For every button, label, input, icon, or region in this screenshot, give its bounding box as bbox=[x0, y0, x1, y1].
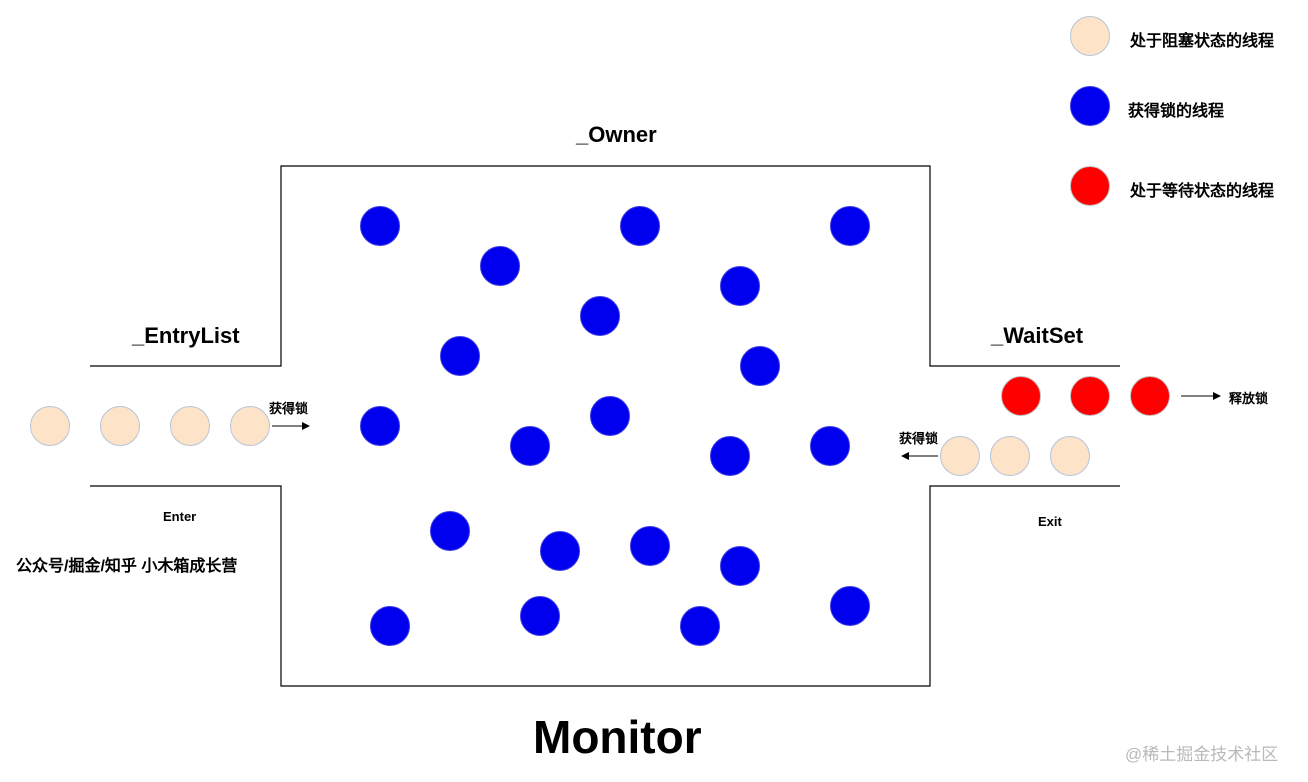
blocked-thread bbox=[30, 406, 70, 446]
owner-thread bbox=[430, 511, 470, 551]
blocked-thread bbox=[170, 406, 210, 446]
legend-blocked-label: 处于阻塞状态的线程 bbox=[1130, 33, 1275, 50]
waiting-thread bbox=[1130, 376, 1170, 416]
owner-thread bbox=[740, 346, 780, 386]
owner-thread bbox=[510, 426, 550, 466]
owner-thread bbox=[830, 206, 870, 246]
owner-thread bbox=[680, 606, 720, 646]
blocked-thread bbox=[940, 436, 980, 476]
watermark: @稀土掘金技术社区 bbox=[1125, 745, 1279, 764]
exit-label: Exit bbox=[1038, 514, 1062, 529]
wait-set-blocked-threads bbox=[940, 436, 1090, 476]
owner-thread bbox=[540, 531, 580, 571]
blocked-thread bbox=[100, 406, 140, 446]
blocked-thread bbox=[990, 436, 1030, 476]
owner-thread bbox=[360, 406, 400, 446]
enter-label: Enter bbox=[163, 509, 197, 524]
blocked-thread bbox=[1050, 436, 1090, 476]
owner-thread bbox=[720, 266, 760, 306]
owner-thread bbox=[580, 296, 620, 336]
owner-thread bbox=[630, 526, 670, 566]
owner-thread bbox=[440, 336, 480, 376]
owner-thread bbox=[710, 436, 750, 476]
owner-thread bbox=[370, 606, 410, 646]
owner-threads bbox=[360, 206, 870, 646]
acquire-lock-label-left: 获得锁 bbox=[269, 401, 309, 416]
monitor-outline-top bbox=[90, 165, 1120, 367]
owner-thread bbox=[520, 596, 560, 636]
owner-thread bbox=[480, 246, 520, 286]
source-caption: 公众号/掘金/知乎 小木箱成长营 bbox=[16, 558, 238, 575]
wait-set-label: _WaitSet bbox=[991, 323, 1084, 348]
legend-owner-label: 获得锁的线程 bbox=[1128, 103, 1225, 120]
owner-thread bbox=[360, 206, 400, 246]
acquire-lock-label-right: 获得锁 bbox=[899, 431, 939, 446]
monitor-outline-bottom bbox=[90, 485, 1120, 687]
waiting-thread bbox=[1070, 376, 1110, 416]
owner-thread bbox=[720, 546, 760, 586]
entry-list-threads bbox=[30, 406, 270, 446]
legend-waiting-label: 处于等待状态的线程 bbox=[1130, 183, 1275, 200]
blocked-thread bbox=[230, 406, 270, 446]
monitor-title: Monitor bbox=[533, 711, 702, 763]
legend-waiting-thread-icon bbox=[1070, 166, 1110, 206]
owner-thread bbox=[590, 396, 630, 436]
waiting-thread bbox=[1001, 376, 1041, 416]
wait-set-waiting-threads bbox=[1001, 376, 1170, 416]
owner-thread bbox=[830, 586, 870, 626]
release-lock-label: 释放锁 bbox=[1229, 391, 1269, 406]
owner-thread bbox=[810, 426, 850, 466]
entry-list-label: _EntryList bbox=[132, 323, 240, 348]
legend-blocked-thread-icon bbox=[1070, 16, 1110, 56]
owner-thread bbox=[620, 206, 660, 246]
owner-label: _Owner bbox=[576, 122, 657, 147]
legend-owner-thread-icon bbox=[1070, 86, 1110, 126]
